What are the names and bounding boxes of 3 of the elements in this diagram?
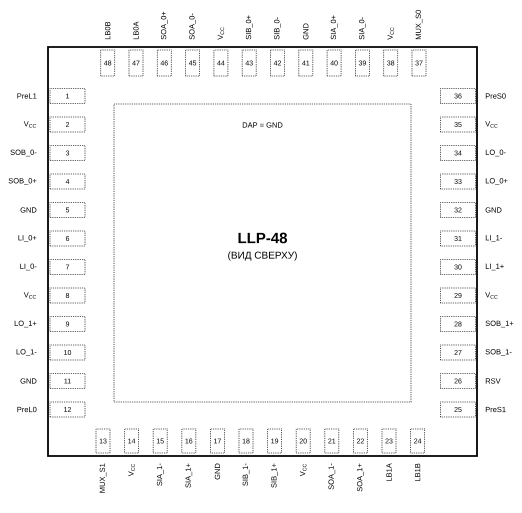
view-label: (ВИД СВЕРХУ) — [228, 251, 297, 261]
package-name: LLP-48 — [238, 232, 288, 244]
package-outline — [47, 46, 478, 457]
